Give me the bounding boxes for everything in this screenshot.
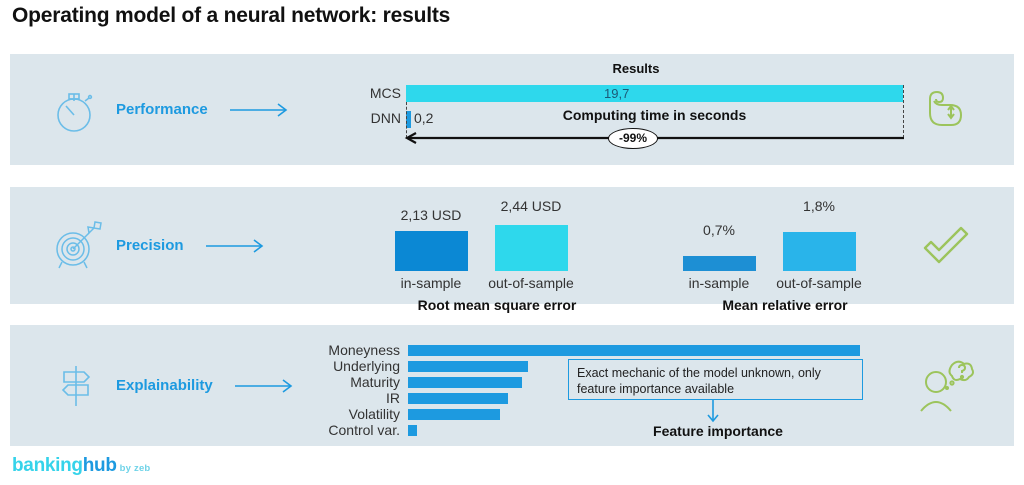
arrow-down-icon: [706, 400, 720, 425]
feature-bar: [408, 393, 508, 404]
feature-label: Maturity: [350, 374, 400, 390]
precision-category-mre-out-of-sample: out-of-sample: [776, 275, 862, 291]
explainability-callout: Exact mechanic of the model unknown, onl…: [568, 359, 863, 400]
performance-bar-dnn: [406, 111, 411, 128]
precision-bar-mre-out-of-sample: [783, 232, 856, 271]
precision-bars-mre: 0,7% 1,8%: [680, 198, 890, 273]
performance-row-label-mcs: MCS: [369, 85, 401, 101]
feature-label: Volatility: [348, 406, 400, 422]
page-title: Operating model of a neural network: res…: [12, 4, 451, 27]
performance-label: Performance: [116, 101, 208, 118]
precision-label-group: Precision: [48, 187, 268, 304]
performance-value-dnn: 0,2: [414, 110, 434, 126]
feature-label: Underlying: [333, 358, 400, 374]
performance-dashed-guide-left: [406, 102, 407, 138]
long-arrow-right-icon: [229, 102, 292, 118]
feature-bar: [408, 409, 500, 420]
precision-bar-rmse-in-sample: [395, 231, 468, 271]
feature-bar: [408, 377, 522, 388]
precision-title-mre: Mean relative error: [722, 297, 848, 313]
long-arrow-right-icon: [234, 378, 297, 394]
logo-byzeb-text: by zeb: [119, 463, 151, 474]
feature-bar: [408, 345, 860, 356]
explainability-chart: Moneyness Underlying Maturity IR Volatil…: [258, 325, 908, 446]
long-arrow-right-icon: [205, 238, 268, 254]
stopwatch-icon: [48, 82, 104, 138]
feature-label: Moneyness: [328, 342, 400, 358]
precision-bar-mre-in-sample: [683, 256, 756, 271]
target-arrow-icon: [48, 218, 104, 274]
performance-chart: Results MCS DNN 19,7 0,2 Computing time …: [356, 54, 916, 165]
check-mark-icon: [914, 215, 976, 277]
explainability-label-group: Explainability: [48, 325, 297, 446]
precision-category-rmse-in-sample: in-sample: [400, 275, 462, 291]
feature-label: Control var.: [328, 422, 400, 438]
feature-row: Maturity: [258, 375, 858, 390]
feature-row: Control var.: [258, 423, 858, 438]
precision-value-rmse-out-of-sample: 2,44 USD: [500, 198, 562, 214]
panel-explainability: Explainability Moneyness Underlying Matu…: [10, 325, 1014, 446]
panel-performance: Performance Results MCS DNN 19,7 0,2 Com…: [10, 54, 1014, 165]
explainability-label: Explainability: [116, 377, 213, 394]
logo-banking-text: banking: [12, 455, 83, 476]
precision-bar-rmse-out-of-sample: [495, 225, 568, 271]
signpost-icon: [48, 358, 104, 414]
performance-dashed-guide-right: [903, 85, 904, 138]
precision-bars-rmse: 2,13 USD 2,44 USD: [392, 198, 602, 273]
feature-row: Underlying: [258, 359, 858, 374]
precision-group-mre: 0,7% 1,8% in-sample out-of-sample Mean r…: [680, 187, 890, 313]
feature-row: Volatility: [258, 407, 858, 422]
feature-bar: [408, 361, 528, 372]
precision-title-rmse: Root mean square error: [417, 297, 577, 313]
panel-precision: Precision 2,13 USD 2,44 USD in-s: [10, 187, 1014, 313]
person-question-icon: [914, 355, 976, 417]
precision-value-rmse-in-sample: 2,13 USD: [400, 207, 462, 223]
performance-heading: Results: [612, 61, 660, 76]
performance-caption: Computing time in seconds: [562, 107, 747, 123]
performance-row-label-dnn: DNN: [370, 110, 401, 126]
performance-value-mcs: 19,7: [601, 85, 633, 102]
precision-group-rmse: 2,13 USD 2,44 USD in-sample out-of-sampl…: [392, 187, 602, 313]
performance-label-group: Performance: [48, 54, 292, 165]
feature-label: IR: [386, 390, 400, 406]
precision-label: Precision: [116, 237, 184, 254]
feature-row: IR: [258, 391, 858, 406]
precision-value-mre-in-sample: 0,7%: [703, 222, 735, 238]
precision-category-mre-in-sample: in-sample: [688, 275, 750, 291]
performance-bar-mcs: [406, 85, 903, 102]
feature-row: Moneyness: [258, 342, 860, 358]
feature-bar: [408, 425, 417, 436]
precision-category-rmse-out-of-sample: out-of-sample: [488, 275, 574, 291]
muscle-arm-icon: [914, 79, 976, 141]
performance-reduction-badge: -99%: [608, 128, 658, 149]
explainability-title: Feature importance: [653, 423, 783, 439]
precision-value-mre-out-of-sample: 1,8%: [803, 198, 835, 214]
logo-hub-text: hub: [82, 455, 117, 476]
